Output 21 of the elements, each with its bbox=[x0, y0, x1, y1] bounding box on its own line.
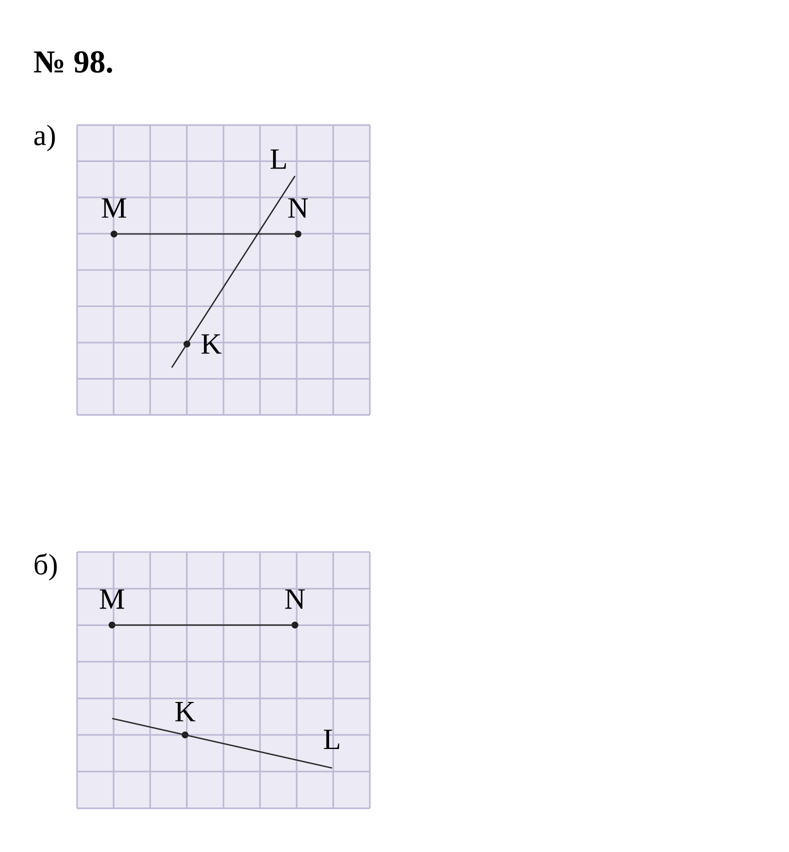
point: N bbox=[285, 589, 305, 628]
point: M bbox=[100, 589, 124, 628]
point: N bbox=[288, 198, 308, 238]
node-label: K bbox=[201, 334, 222, 354]
node-label: N bbox=[285, 589, 305, 609]
node-label: K bbox=[175, 702, 196, 722]
point: L bbox=[270, 150, 286, 169]
node-label: M bbox=[100, 589, 124, 609]
point: K bbox=[184, 334, 222, 354]
node-label: N bbox=[288, 198, 308, 218]
line bbox=[112, 624, 295, 626]
point: M bbox=[102, 198, 126, 238]
point: K bbox=[175, 702, 196, 738]
node-label: M bbox=[102, 198, 126, 218]
line bbox=[114, 233, 298, 235]
point: L bbox=[324, 730, 340, 750]
title: № 98. bbox=[34, 51, 112, 73]
panel-label: б) bbox=[34, 553, 57, 581]
line bbox=[171, 176, 296, 368]
panel-label: а) bbox=[34, 124, 55, 152]
line bbox=[112, 718, 332, 769]
